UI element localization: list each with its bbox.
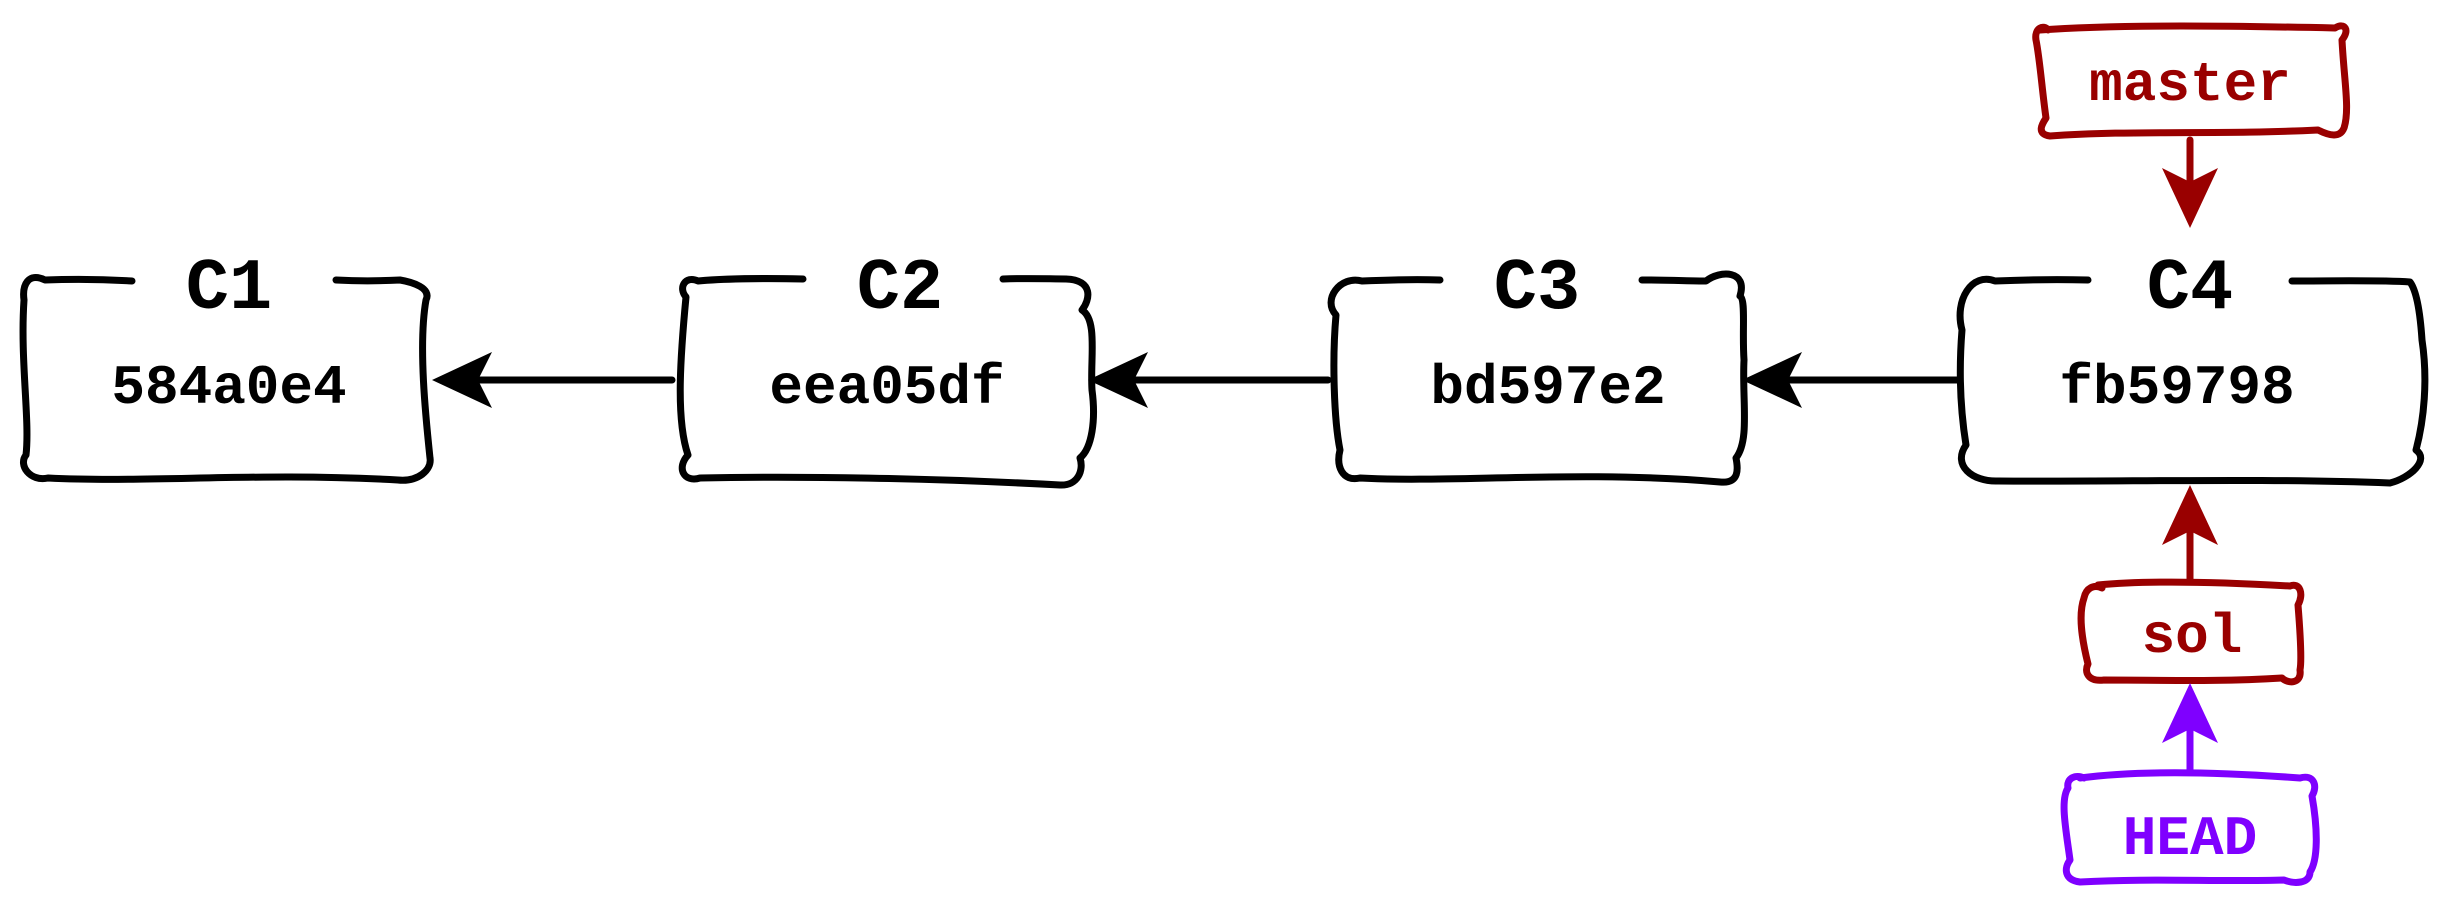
commit-title-c1: C1	[186, 248, 272, 330]
branch-master-box	[2032, 22, 2351, 140]
head-ref: HEAD	[2060, 683, 2320, 886]
head-ref-arrow	[2162, 683, 2218, 776]
parent-arrow-c4-c3	[1742, 352, 1962, 408]
commit-title-c3: C3	[1494, 248, 1580, 330]
branch-sol: sol	[2077, 485, 2305, 686]
head-ref-label: HEAD	[2123, 807, 2257, 871]
branch-sol-label: sol	[2142, 605, 2243, 669]
commit-hash-c1: 584a0e4	[111, 356, 346, 420]
parent-arrow-c2-c1	[432, 352, 676, 408]
commit-node-c4: C4 fb59798	[1956, 248, 2429, 487]
commit-node-c3: C3 bd597e2	[1327, 248, 1748, 486]
branch-master: master	[2032, 22, 2351, 228]
commit-hash-c3: bd597e2	[1430, 356, 1665, 420]
commit-hash-c4: fb59798	[2059, 356, 2294, 420]
parent-arrow-c3-c2	[1088, 352, 1332, 408]
commit-hash-c2: eea05df	[769, 356, 1004, 420]
commit-node-c1: C1 584a0e4	[19, 248, 434, 484]
head-ref-box	[2060, 769, 2320, 886]
branch-sol-arrow	[2162, 485, 2218, 584]
branch-master-label: master	[2089, 53, 2291, 117]
commit-title-c2: C2	[857, 248, 943, 330]
branch-sol-box	[2077, 578, 2305, 686]
commit-node-c2: C2 eea05df	[676, 248, 1097, 489]
branch-master-arrow	[2162, 136, 2218, 228]
commit-title-c4: C4	[2147, 248, 2233, 330]
